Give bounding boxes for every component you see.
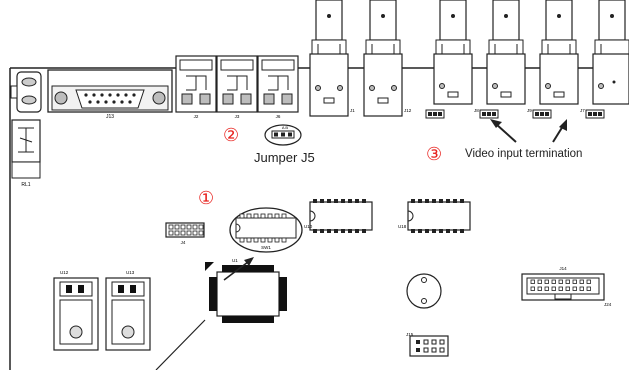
arrow-to-u1: [223, 257, 254, 281]
db-connector-j13: J13: [47, 69, 173, 120]
idc-connector-j14: J14 J24: [521, 266, 612, 307]
ic-u10: U10: [304, 199, 373, 233]
header-j15: J15: [406, 332, 449, 357]
rj-connector-3: J6: [257, 55, 299, 119]
label-ic-u10: U10: [304, 224, 313, 229]
arrow-termination-2: [552, 119, 567, 143]
label-dip-switch: SW1: [261, 245, 271, 250]
regulator-u13: U13: [105, 270, 151, 351]
label-bnc-1: J1: [350, 108, 355, 113]
marker-3: ③: [426, 144, 443, 164]
label-idc-j14: J14: [559, 266, 567, 271]
header-j4: J4: [165, 222, 205, 245]
bnc-connector-1: J1: [309, 0, 355, 117]
label-rj-1: J2: [194, 114, 199, 119]
label-p-j24: J24: [604, 302, 612, 307]
regulator-u12: U12: [53, 270, 99, 351]
label-reg-u12: U12: [60, 270, 69, 275]
bnc-connector-4: J9: [486, 0, 532, 113]
label-reg-u13: U13: [126, 270, 135, 275]
label-db-connector: J13: [106, 114, 114, 120]
ic-u1: U1: [205, 258, 287, 323]
label-jumper-pins: A B: [282, 125, 289, 130]
label-header-j4: J4: [181, 240, 186, 245]
label-ic-u1: U1: [232, 258, 238, 263]
label-ic-u18: U18: [398, 224, 407, 229]
marker-1: ①: [198, 188, 215, 208]
label-bnc-4: J9: [527, 108, 532, 113]
bnc-connector-5: J7: [539, 0, 585, 113]
power-jack: [10, 71, 42, 113]
label-bnc-3: J8: [474, 108, 479, 113]
label-bnc-2: J12: [404, 108, 412, 113]
label-rj-3: J6: [276, 114, 281, 119]
bnc-connector-2: J12: [363, 0, 412, 117]
label-header-j15: J15: [406, 332, 414, 337]
rj-connector-1: J2: [175, 55, 217, 119]
rj-connector-2: J3: [216, 55, 258, 119]
termination-jumper-1: [425, 109, 445, 119]
marker-2: ②: [223, 125, 240, 145]
round-component: [406, 273, 442, 309]
label-rj-2: J3: [235, 114, 240, 119]
termination-jumper-2: [479, 109, 499, 119]
video-input-termination-label: Video input termination: [465, 148, 583, 160]
dip-switch-sw1: SW1: [229, 207, 303, 253]
bnc-connector-6: [592, 0, 629, 105]
leader-line: [155, 319, 206, 370]
ic-u18: U18: [398, 199, 471, 233]
jumper-j5: A B: [264, 124, 302, 146]
label-relay: RL1: [21, 182, 30, 188]
termination-jumper-4: [585, 109, 605, 119]
label-bnc-5: J7: [580, 108, 585, 113]
jumper-j5-label: Jumper J5: [254, 150, 315, 165]
termination-jumper-3: [532, 109, 552, 119]
arrow-termination-1: [490, 119, 517, 143]
bnc-connector-3: J8: [433, 0, 479, 113]
relay-rl1: RL1: [11, 119, 41, 188]
